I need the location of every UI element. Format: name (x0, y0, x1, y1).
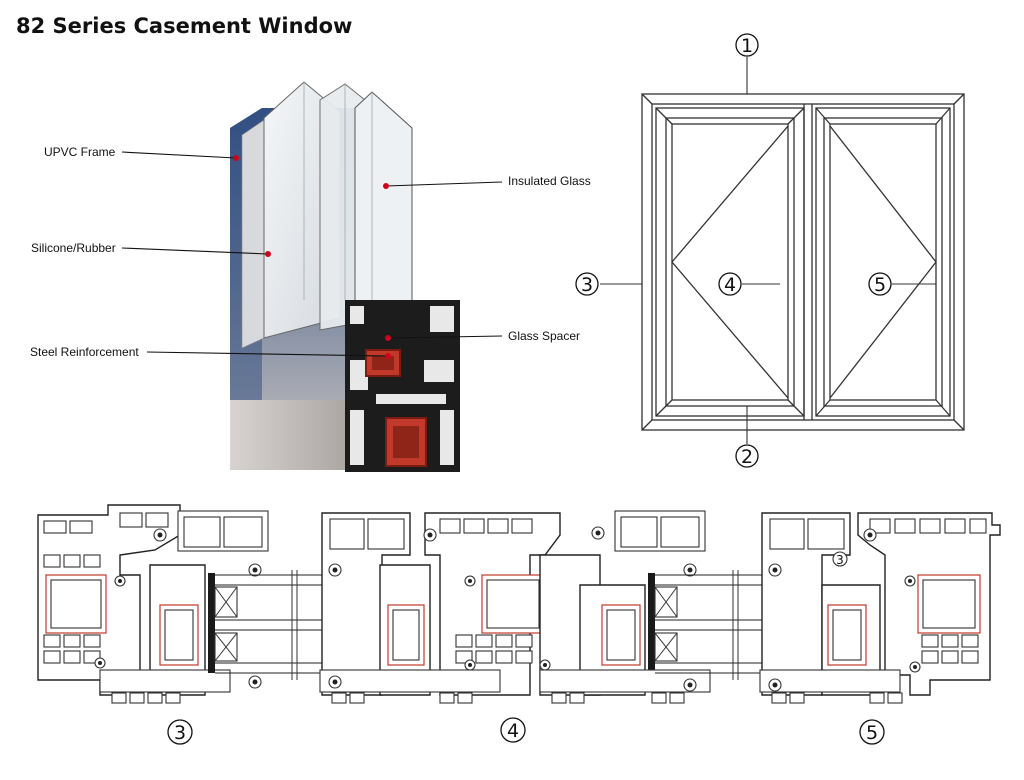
marker-1-label: 1 (741, 35, 753, 57)
glass-pane-front (354, 91, 413, 319)
section-marker-4 (500, 717, 526, 743)
section-marker-5-label: 5 (866, 722, 878, 744)
callout-insulated-glass: Insulated Glass (508, 174, 591, 188)
marker-5-label: 5 (874, 274, 886, 296)
profile-inline-marker: 3 (836, 553, 844, 567)
marker-4-label: 4 (724, 274, 736, 296)
marker-2 (735, 444, 759, 468)
section-marker-3 (167, 719, 193, 745)
profile-section-3 (37, 504, 269, 704)
marker-3 (575, 272, 599, 296)
page-title: 82 Series Casement Window (16, 14, 353, 38)
callout-silicone-rubber: Silicone/Rubber (31, 241, 116, 255)
marker-1 (735, 33, 759, 57)
section-marker-5 (859, 719, 885, 745)
window-section-illustration (121, 81, 503, 472)
profile-section-4 (319, 512, 605, 704)
marker-4 (718, 272, 742, 296)
profile-sections-drawing: 3 3 4 5 (37, 504, 1001, 745)
marker-2-label: 2 (741, 446, 753, 468)
marker-5 (868, 272, 892, 296)
profile-section-5: 3 (759, 512, 1001, 704)
marker-3-label: 3 (581, 274, 593, 296)
section-marker-3-label: 3 (174, 722, 186, 744)
callout-upvc-frame: UPVC Frame (44, 145, 116, 159)
section-marker-4-label: 4 (507, 720, 519, 742)
window-elevation-drawing: 1 2 3 4 5 (575, 33, 965, 468)
callout-glass-spacer: Glass Spacer (508, 329, 581, 343)
profile-section-4b (539, 510, 711, 704)
callout-steel-reinforcement: Steel Reinforcement (30, 345, 139, 359)
